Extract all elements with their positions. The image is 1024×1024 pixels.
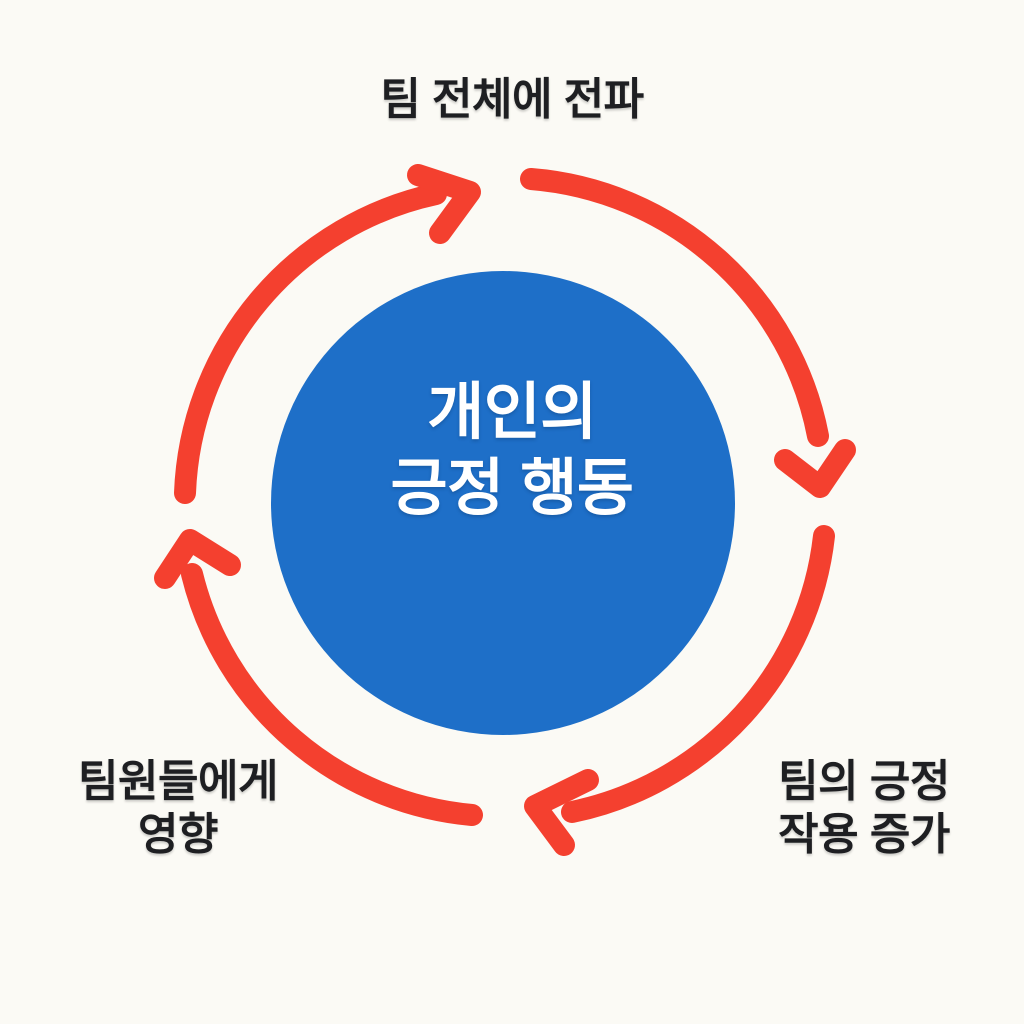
cycle-arrow-top-head [407,164,481,244]
cycle-arrow-left-shaft [181,563,483,826]
cycle-arrow-bottom-head [524,769,599,856]
cycle-step-label-top: 팀 전체에 전파 [0,74,1024,127]
cycle-step-label-bottom-left-line2: 영향 [138,809,218,859]
center-circle [271,271,735,735]
cycle-arrow-top [174,164,481,504]
cycle-arrow-right [520,168,856,498]
cycle-arrow-bottom-shaft [561,525,835,823]
cycle-arrow-group [154,164,856,856]
cycle-arrow-bottom [524,525,835,856]
cycle-arrow-right-shaft [520,168,829,447]
cycle-arrow-top-shaft [174,183,447,504]
cycle-arrow-left-head [154,529,241,589]
cycle-step-label-bottom-left-line1: 팀원들에게 [78,757,278,806]
cycle-step-label-bottom-right-line1: 팀의 긍정 [778,757,950,806]
cycle-step-label-bottom-left: 팀원들에게 영향 [28,756,328,862]
cycle-step-label-bottom-right-line2: 작용 증가 [778,809,950,859]
cycle-step-label-bottom-right: 팀의 긍정 작용 증가 [734,756,994,862]
cycle-step-label-top-line1: 팀 전체에 전파 [380,75,644,124]
cycle-arrow-right-head [774,439,856,498]
cycle-arrow-left [154,529,483,826]
